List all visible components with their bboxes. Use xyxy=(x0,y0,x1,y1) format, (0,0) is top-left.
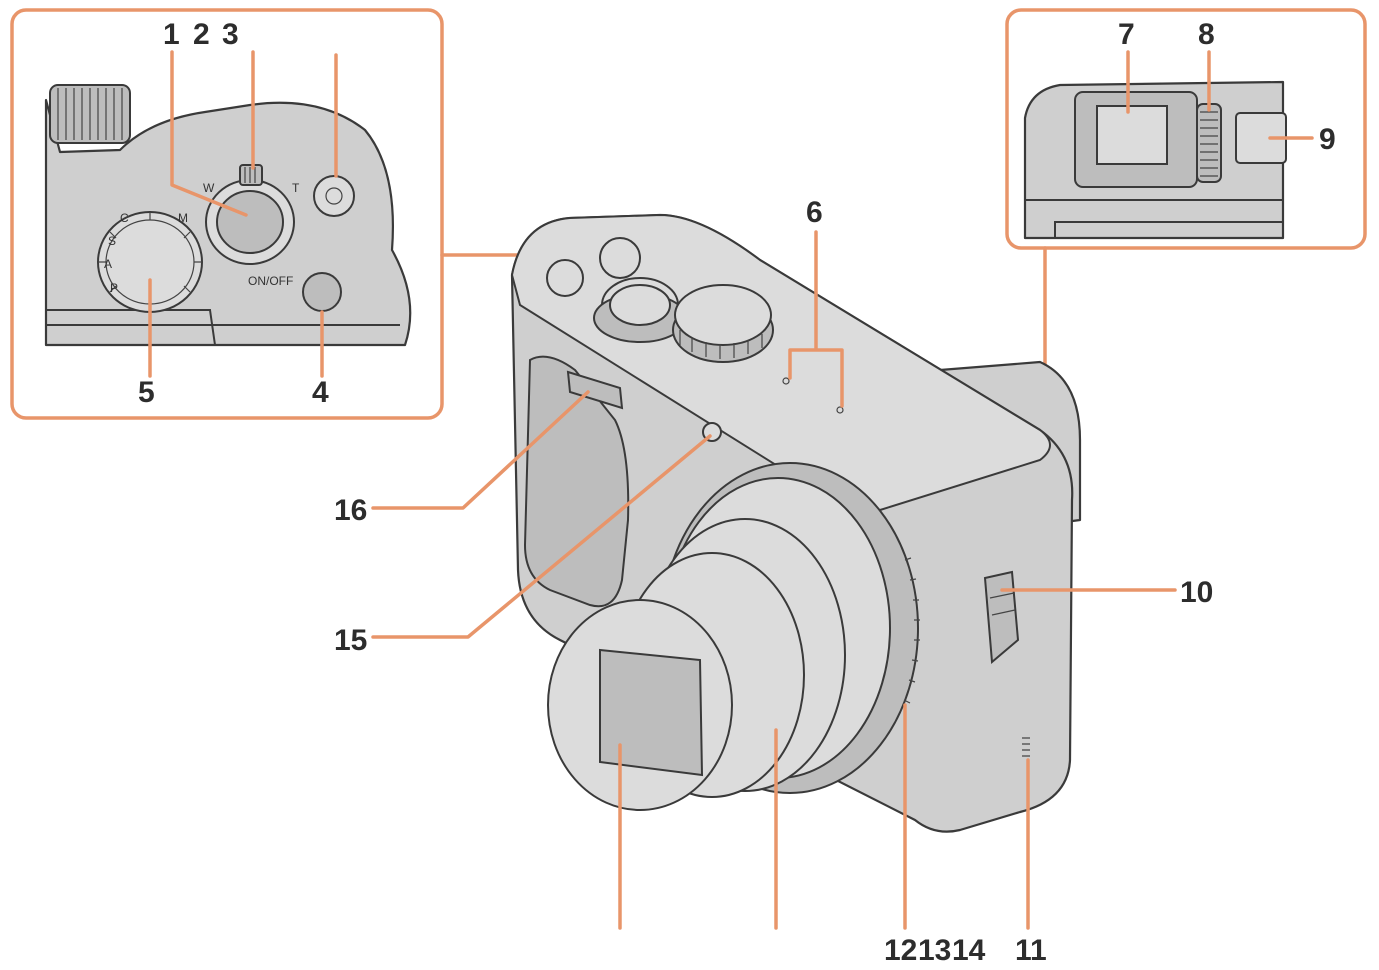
stereo-mic-right xyxy=(836,406,844,414)
mode-dial-label-c: C xyxy=(120,211,129,225)
lens-barrel xyxy=(547,462,920,811)
lens-barrier xyxy=(599,648,704,777)
top-view-inset-frame xyxy=(10,8,444,420)
callout-6: 6 xyxy=(806,196,823,229)
zoom-lever[interactable] xyxy=(239,164,263,186)
mode-dial-label-a: A xyxy=(104,257,112,271)
zoom-wide-label: W xyxy=(203,181,215,195)
callout-3: 3 xyxy=(222,18,239,51)
mode-dial-label-p: P xyxy=(110,281,118,295)
mode-dial-label-m: M xyxy=(178,211,188,225)
leader-15 xyxy=(371,434,712,639)
top-knob xyxy=(49,84,131,144)
callout-12: 12 xyxy=(884,934,917,967)
camera-grip xyxy=(523,355,630,608)
callout-15: 15 xyxy=(334,624,367,657)
main-power-button[interactable] xyxy=(546,259,584,297)
callout-7: 7 xyxy=(1118,18,1135,51)
leader-16 xyxy=(371,390,590,510)
viewfinder-inset-frame xyxy=(1005,8,1367,250)
viewfinder-inset: 7 8 9 xyxy=(1005,8,1367,434)
diopter-dial[interactable] xyxy=(1196,103,1222,183)
leader-1 xyxy=(170,50,248,217)
viewfinder-window xyxy=(1096,105,1168,165)
callout-10: 10 xyxy=(1180,576,1213,609)
camera-main-view: 6 10 11 12 13 14 16 15 xyxy=(334,196,1213,967)
strap-eyelet xyxy=(983,570,1020,665)
callout-5: 5 xyxy=(138,376,155,409)
leader-6 xyxy=(788,230,844,408)
stereo-mic-left xyxy=(782,377,790,385)
speaker xyxy=(1022,737,1030,757)
flash-window xyxy=(566,370,624,410)
zoom-tele-label: T xyxy=(292,181,300,195)
power-button[interactable] xyxy=(302,272,342,312)
shutter-button[interactable] xyxy=(205,179,295,265)
movie-button[interactable] xyxy=(313,175,355,217)
callout-1: 1 xyxy=(163,18,180,51)
callout-13: 13 xyxy=(918,934,951,967)
mode-dial-label-s: S xyxy=(108,234,116,248)
callout-14: 14 xyxy=(952,934,986,967)
callout-8: 8 xyxy=(1198,18,1215,51)
callout-16: 16 xyxy=(334,494,367,527)
callout-4: 4 xyxy=(312,376,329,409)
main-mode-dial[interactable] xyxy=(672,284,774,363)
callout-9: 9 xyxy=(1319,123,1336,156)
top-view-inset: C S A P M W T ON/OFF 1 2 3 4 xyxy=(10,8,540,420)
main-movie-button[interactable] xyxy=(599,237,641,279)
callout-11: 11 xyxy=(1015,934,1047,967)
callout-2: 2 xyxy=(193,18,210,51)
power-label: ON/OFF xyxy=(248,274,293,288)
